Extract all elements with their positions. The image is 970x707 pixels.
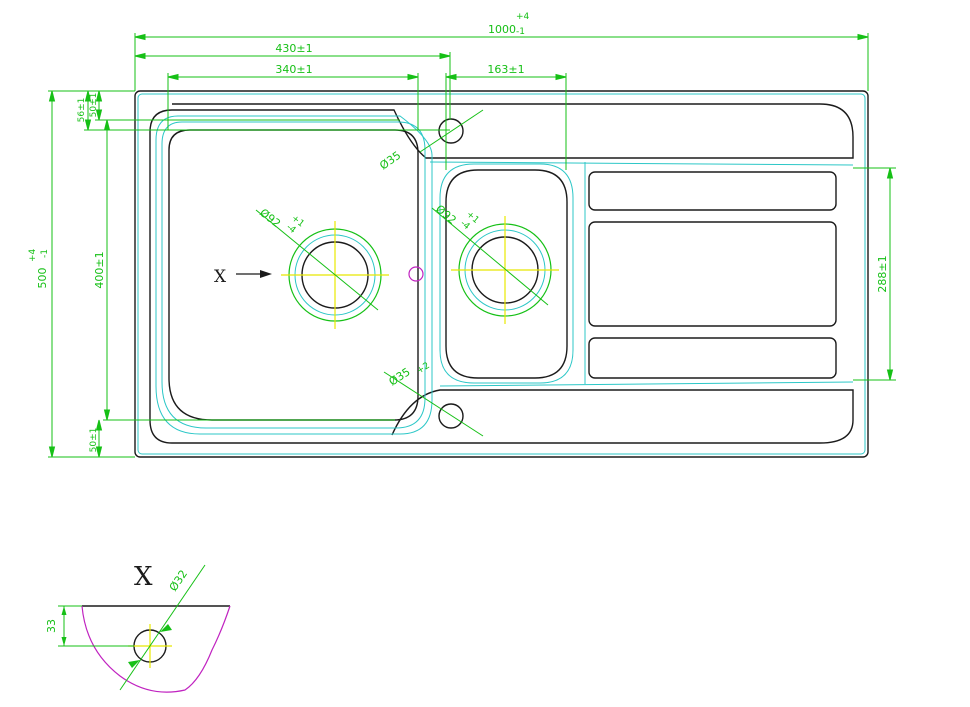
drainer-groove-3	[588, 337, 837, 379]
dim-overall-width-tol-upper: +4	[28, 248, 38, 262]
sink-outer-edge	[134, 90, 869, 458]
contour-drainer-bottom	[439, 381, 854, 387]
dim-big-bowl-outer: 430±1	[275, 42, 312, 55]
dim-edge-50-bottom: 50±1	[89, 428, 99, 453]
dim-overall-width: 500	[36, 268, 49, 289]
detail-diameter: Ø32	[167, 568, 190, 594]
view-marker-label: X	[214, 267, 227, 287]
dim-overall-length-tol-upper: +4	[516, 12, 530, 22]
drain-small-bowl	[431, 207, 559, 324]
drainer-groove-1	[588, 171, 837, 211]
overflow-hole	[408, 266, 424, 282]
view-marker-arrow	[236, 270, 272, 278]
dim-big-bowl-inner: 340±1	[275, 63, 312, 76]
contour-drainer-top	[429, 161, 854, 166]
small-bowl-outline	[445, 169, 568, 379]
sink-inner-rim	[149, 103, 854, 444]
dimension-lines	[48, 33, 896, 458]
detail-depth: 33	[45, 619, 58, 633]
dim-drain-big: Ø92	[257, 206, 283, 230]
dim-edge-50-top: 50±1	[89, 93, 99, 118]
dim-small-bowl: 163±1	[487, 63, 524, 76]
detail-profile-curve	[81, 605, 231, 693]
dim-bowl-height: 400±1	[93, 251, 106, 288]
detail-title: X	[134, 562, 153, 592]
sink-outline	[134, 90, 869, 458]
detail-diameter-leader	[119, 564, 206, 691]
drainer-groove-2	[588, 221, 837, 327]
sink-contours	[137, 93, 866, 455]
drain-big-bowl	[255, 209, 389, 329]
contour-small-bowl	[439, 163, 574, 384]
dim-overall-length-tol-lower: -1	[516, 27, 525, 37]
dim-drainer-height: 288±1	[876, 255, 889, 292]
contour-outer	[137, 93, 866, 455]
dim-hole-top: Ø35	[377, 149, 403, 173]
tap-hole-bottom	[383, 371, 484, 437]
dim-overall-width-tol-lower: -1	[40, 249, 50, 258]
dim-hole-bottom: Ø35	[387, 365, 413, 388]
tap-hole-top	[419, 109, 484, 153]
dim-edge-56: 56±1	[77, 98, 87, 123]
dim-overall-length: 1000	[488, 23, 516, 36]
detail-x: X Ø32 33	[45, 562, 231, 693]
